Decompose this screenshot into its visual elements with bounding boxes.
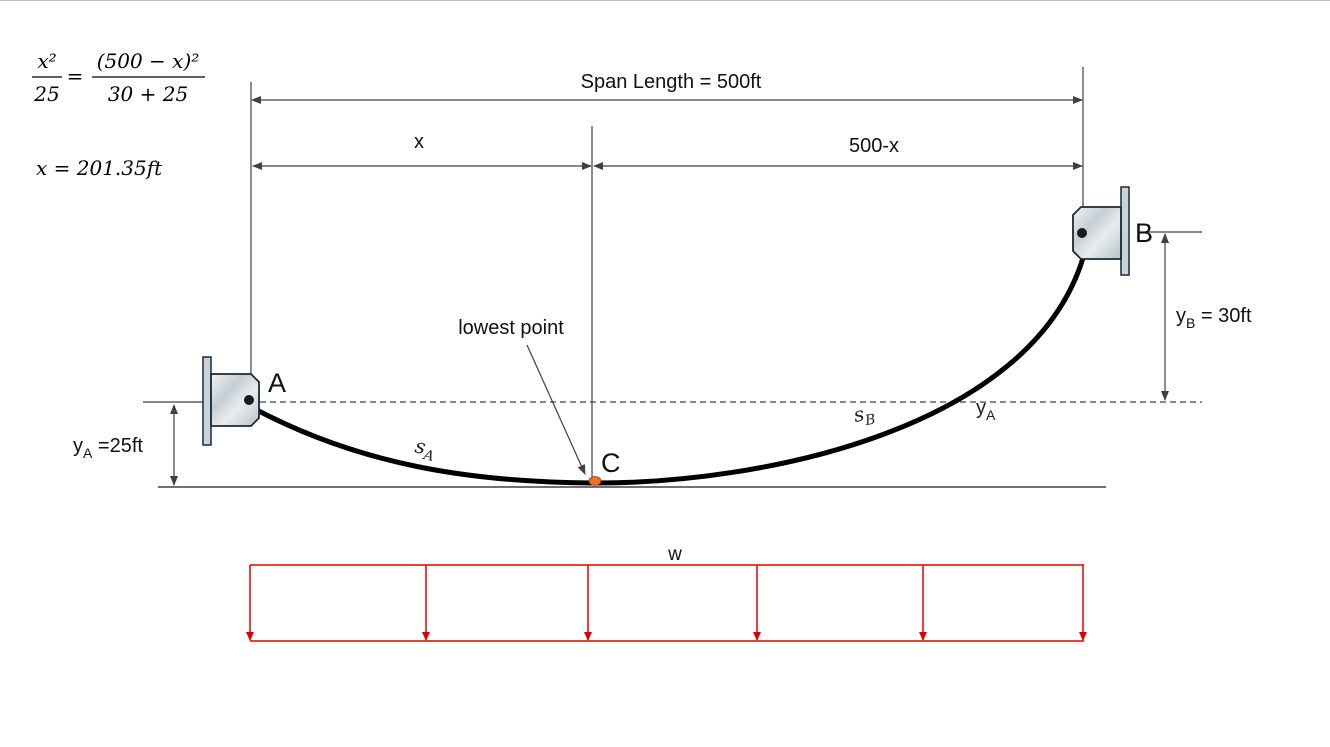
support-b-block — [1072, 206, 1122, 260]
eq-result: x = 201.35ft — [36, 156, 163, 180]
ya-dimension-label: yA =25ft — [73, 435, 143, 461]
ya-curve-label: yA — [976, 397, 996, 423]
point-a-label: A — [268, 368, 286, 398]
eq-rhs-numerator: (500 − x)² — [97, 49, 200, 73]
equation-block: x² 25 = (500 − x)² 30 + 25 x = 201.35ft — [32, 49, 205, 180]
rest-label: 500-x — [849, 135, 899, 157]
point-b-label: B — [1135, 218, 1153, 248]
support-a-pin — [244, 395, 254, 405]
support-a-block — [210, 373, 260, 427]
x-label: x — [414, 131, 424, 153]
support-b-plate — [1120, 186, 1130, 276]
support-b-pin — [1077, 228, 1087, 238]
cable — [251, 257, 1086, 486]
eq-rhs-denominator: 30 + 25 — [108, 82, 188, 106]
lowest-point-pointer — [526, 344, 586, 475]
distributed-load — [246, 564, 1087, 642]
support-b — [1072, 186, 1130, 276]
support-a — [202, 356, 260, 446]
point-c-label: C — [601, 448, 621, 478]
sb-label: sB — [852, 400, 877, 431]
top-border — [0, 0, 1330, 1]
eq-equals: = — [67, 64, 84, 88]
lowest-point-label: lowest point — [458, 317, 564, 339]
span-length-label: Span Length = 500ft — [581, 71, 762, 93]
lowest-point-marker — [588, 476, 602, 486]
sa-label: sA — [412, 433, 438, 465]
eq-lhs-numerator: x² — [37, 49, 56, 73]
load-label: w — [667, 544, 682, 565]
eq-lhs-denominator: 25 — [33, 82, 59, 106]
support-a-plate — [202, 356, 212, 446]
yb-dimension-label: yB = 30ft — [1176, 305, 1252, 331]
